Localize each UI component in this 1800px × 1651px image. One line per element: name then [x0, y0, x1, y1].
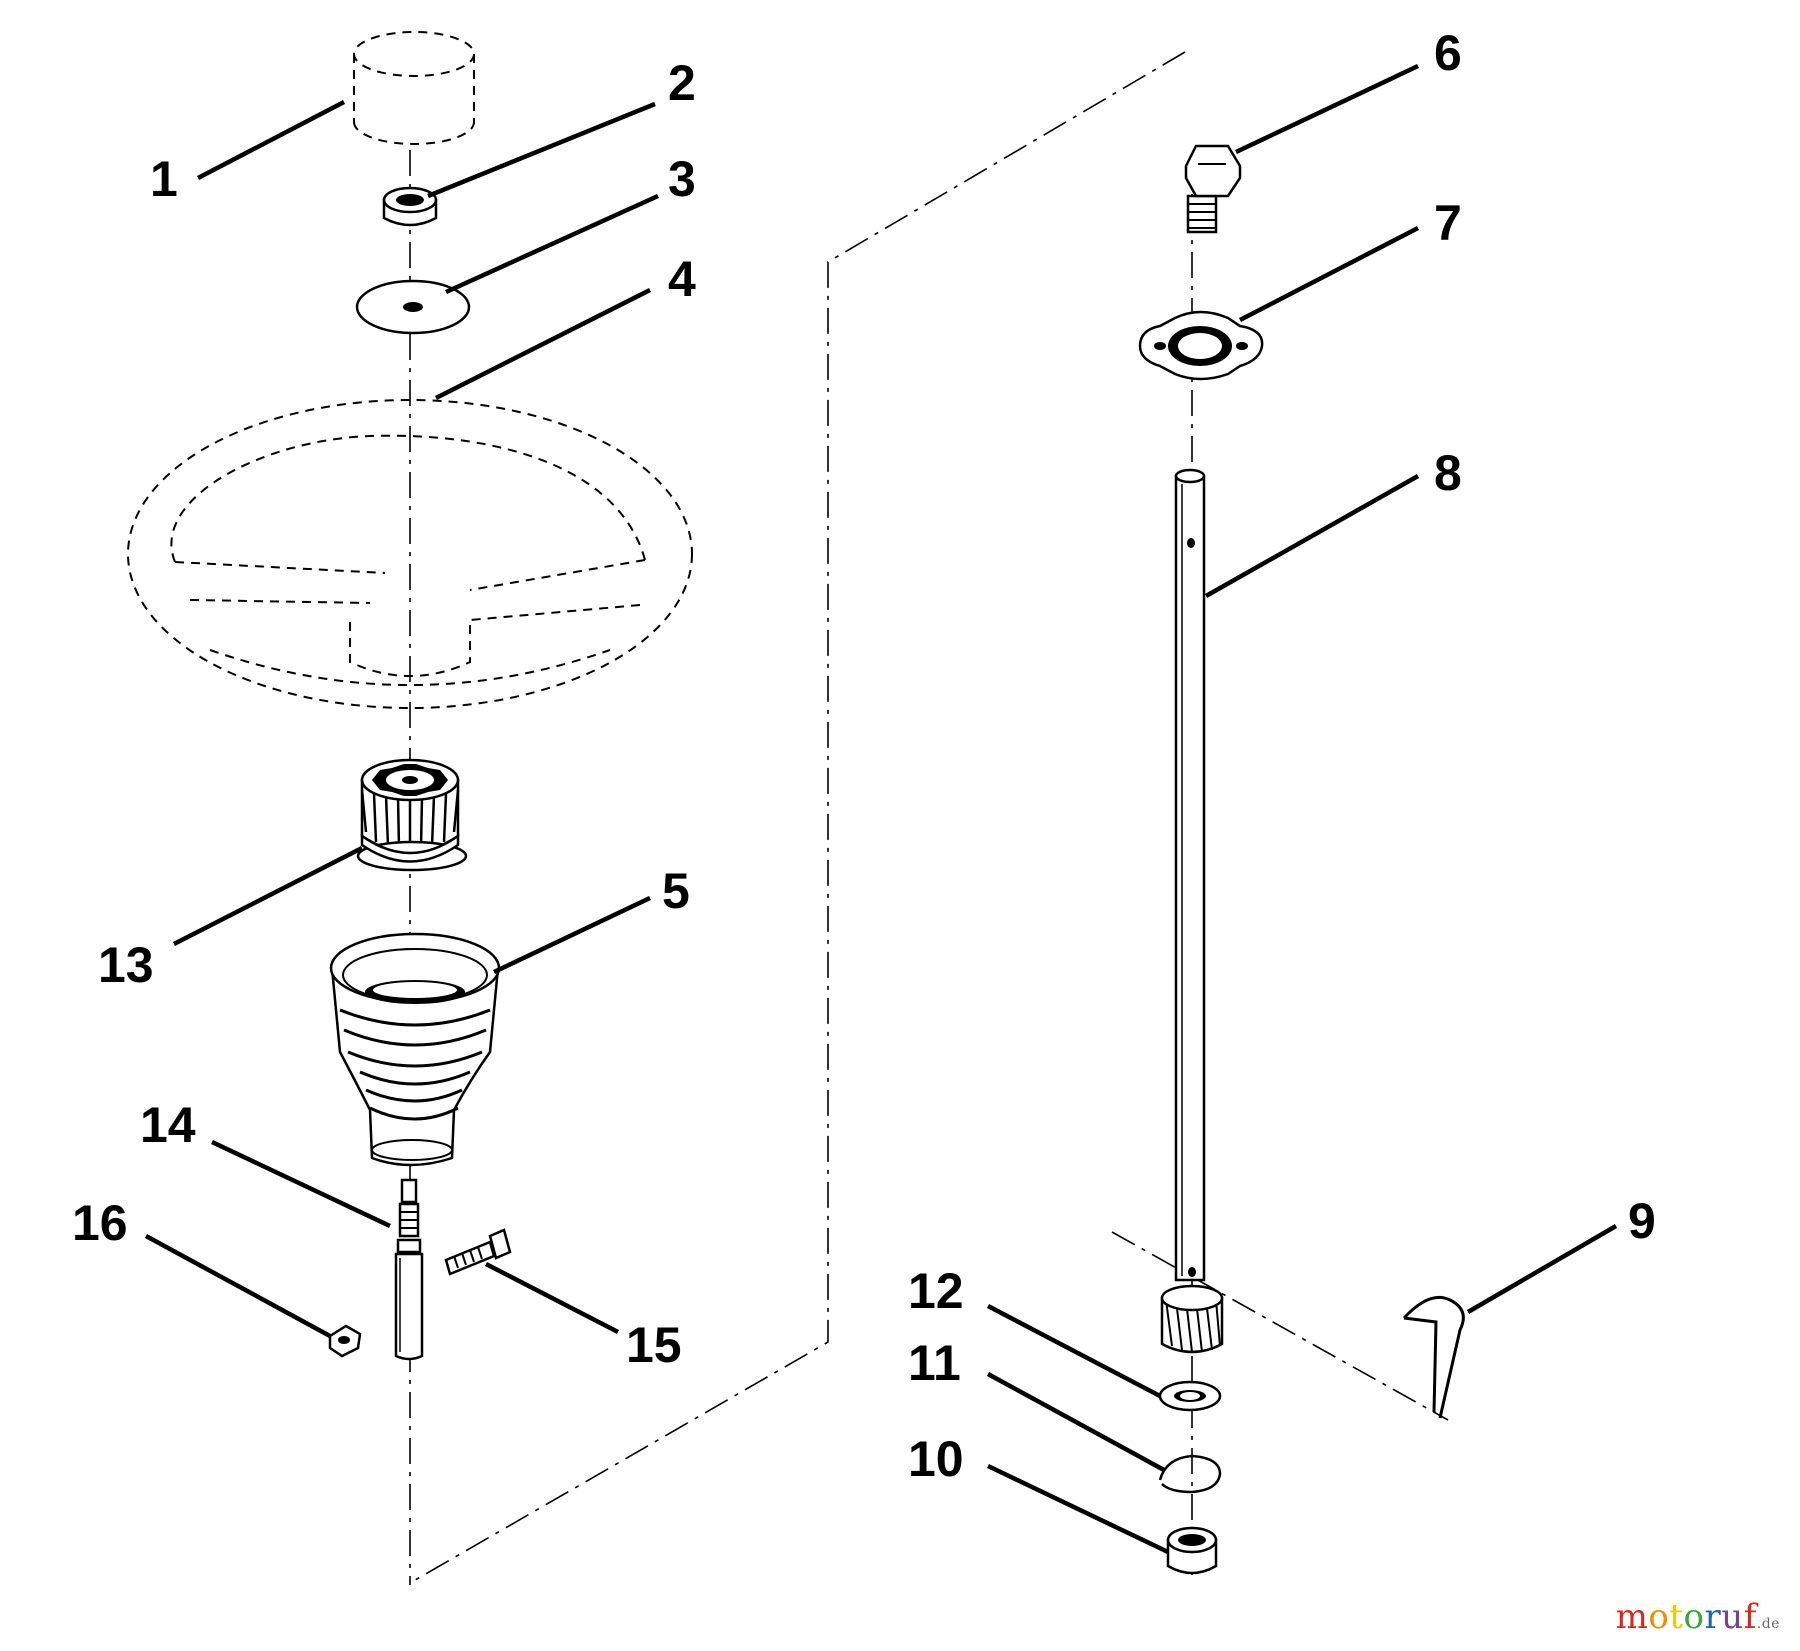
- callout-labels: 1 2 3 4 5 6 7 8 9 10 11 12 13 14 15 16: [72, 25, 1656, 1487]
- callout-9: 9: [1628, 1193, 1656, 1249]
- washer-part: [355, 279, 471, 335]
- section-divider: [409, 51, 1449, 1584]
- cotter-pin-part: [1402, 1295, 1465, 1419]
- callout-5: 5: [662, 863, 690, 919]
- callout-4: 4: [668, 251, 696, 307]
- callout-1: 1: [150, 151, 178, 207]
- callout-15: 15: [626, 1317, 682, 1373]
- hex-bolt-part: [1184, 144, 1242, 234]
- callout-8: 8: [1434, 445, 1462, 501]
- nut-part: [382, 186, 438, 227]
- callout-11: 11: [908, 1335, 961, 1391]
- pinion-gear-part: [1160, 1284, 1224, 1354]
- watermark-letter: r: [1704, 1597, 1722, 1637]
- steering-wheel-phantom: [127, 399, 693, 709]
- watermark-letter: o: [1683, 1597, 1705, 1637]
- watermark-letter: m: [1615, 1597, 1649, 1637]
- callout-14: 14: [140, 1097, 196, 1153]
- steering-shaft-part: [1174, 468, 1206, 1282]
- callout-12: 12: [908, 1263, 964, 1319]
- watermark-letter: u: [1721, 1597, 1744, 1637]
- leader-lines: [144, 63, 1618, 1555]
- callout-7: 7: [1434, 195, 1462, 251]
- flat-washer-part: [1158, 1380, 1222, 1412]
- flange-bearing-part: [1138, 310, 1264, 381]
- callout-16: 16: [72, 1195, 128, 1251]
- retaining-ring-part: [1158, 1454, 1222, 1494]
- shaft-stub-part: [394, 1178, 424, 1361]
- spline-adapter-part: [356, 758, 468, 872]
- callout-10: 10: [908, 1431, 964, 1487]
- small-nut-part: [328, 1324, 362, 1358]
- watermark-letter: t: [1669, 1597, 1684, 1637]
- bolt-part-15: [444, 1228, 512, 1276]
- callout-6: 6: [1434, 25, 1462, 81]
- watermark-suffix: .de: [1756, 1616, 1780, 1632]
- boot-part: [329, 932, 501, 1167]
- callout-2: 2: [668, 55, 696, 111]
- watermark-letter: o: [1648, 1597, 1670, 1637]
- callout-3: 3: [668, 151, 696, 207]
- motoruf-watermark: motoruf.de: [1616, 1597, 1780, 1637]
- callout-13: 13: [98, 937, 154, 993]
- cap-phantom: [353, 31, 475, 145]
- watermark-letter: f: [1743, 1597, 1757, 1637]
- bushing-part: [1166, 1526, 1218, 1575]
